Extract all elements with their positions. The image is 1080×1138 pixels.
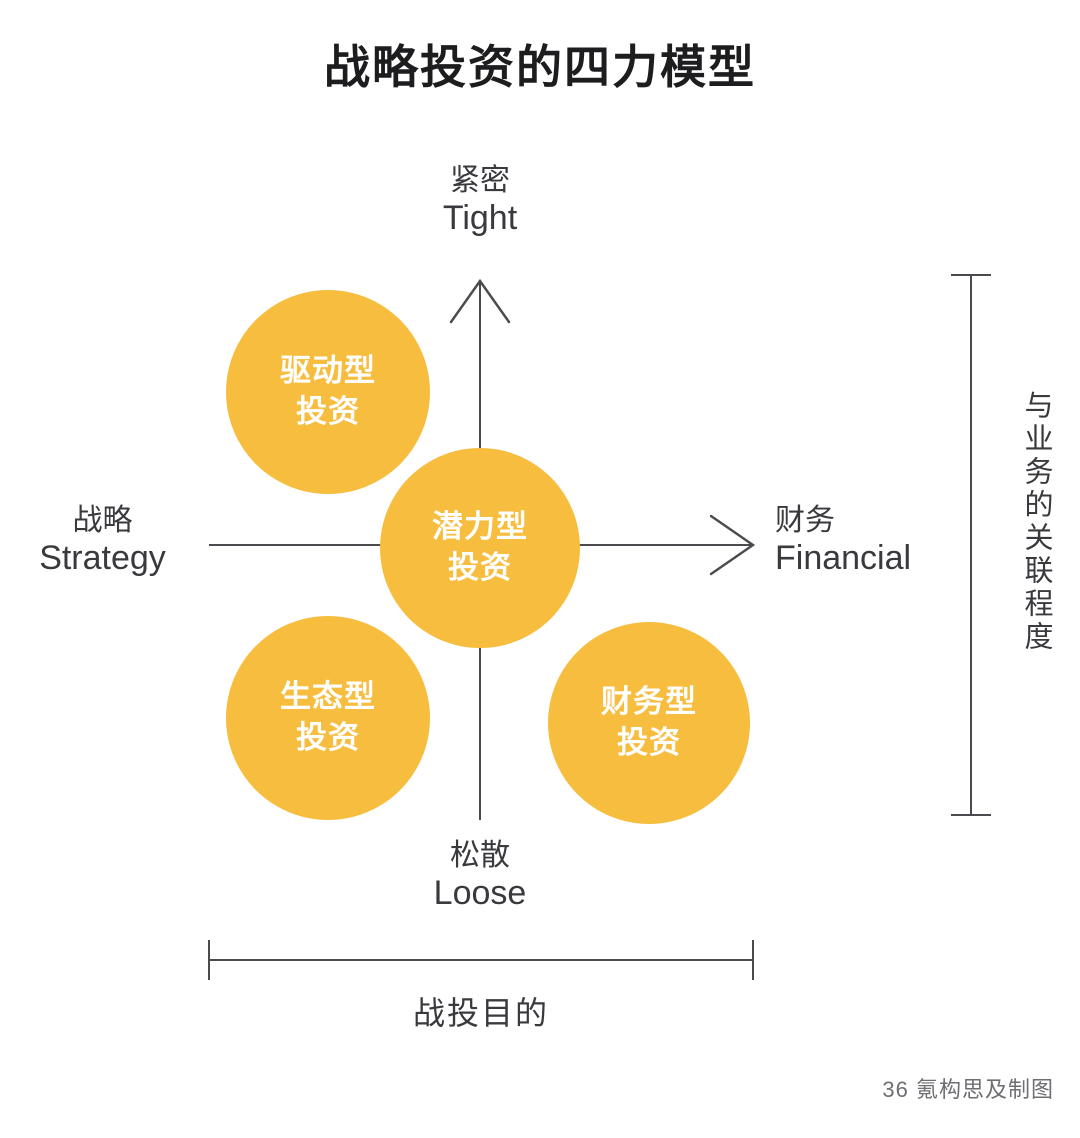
bracket-bottom-stem <box>208 959 754 961</box>
axis-label-bottom: 松散 Loose <box>0 838 960 914</box>
bracket-right-stem <box>970 274 972 816</box>
axis-label-left-cn: 战略 <box>72 504 133 537</box>
bubble-financial-line1: 财务型 <box>601 684 697 720</box>
axis-label-top-cn: 紧密 <box>450 164 510 197</box>
bubble-driver-line1: 驱动型 <box>280 353 376 389</box>
credit-text: 36 氪构思及制图 <box>882 1077 1054 1102</box>
bubble-ecosystem-line2: 投资 <box>296 720 360 755</box>
axis-label-top-en: Tight <box>442 199 518 238</box>
bubble-driver-line2: 投资 <box>296 394 360 429</box>
arrow-up-icon <box>447 278 513 324</box>
axis-label-right: 财务 Financial <box>775 503 985 579</box>
axis-label-left-en: Strategy <box>39 539 166 578</box>
axis-label-right-cn: 财务 <box>775 504 835 537</box>
arrow-right-icon <box>708 512 756 578</box>
bubble-potential-line1: 潜力型 <box>432 509 528 545</box>
bracket-bottom-label: 战投目的 <box>412 995 549 1031</box>
axis-label-bottom-cn: 松散 <box>450 839 510 872</box>
bubble-driver-investment[interactable]: 驱动型 投资 <box>226 290 430 494</box>
bubble-ecosystem-line1: 生态型 <box>280 679 376 715</box>
page-title: 战略投资的四力模型 <box>324 41 756 93</box>
axis-label-right-en: Financial <box>775 539 912 578</box>
bracket-right-label: 与业务的关联程度 <box>1020 390 1052 654</box>
axis-label-bottom-en: Loose <box>433 874 527 913</box>
bubble-potential-investment[interactable]: 潜力型 投资 <box>380 448 580 648</box>
bubble-ecosystem-investment[interactable]: 生态型 投资 <box>226 616 430 820</box>
bubble-financial-investment[interactable]: 财务型 投资 <box>548 622 750 824</box>
bubble-potential-line2: 投资 <box>448 550 512 585</box>
bracket-right <box>951 274 991 816</box>
axis-label-left: 战略 Strategy <box>10 503 195 579</box>
bracket-bottom <box>208 940 754 980</box>
bracket-right-cap-bottom <box>951 814 991 816</box>
axis-label-top: 紧密 Tight <box>0 163 960 239</box>
bracket-bottom-cap-right <box>752 940 754 980</box>
bubble-financial-line2: 投资 <box>617 725 681 760</box>
